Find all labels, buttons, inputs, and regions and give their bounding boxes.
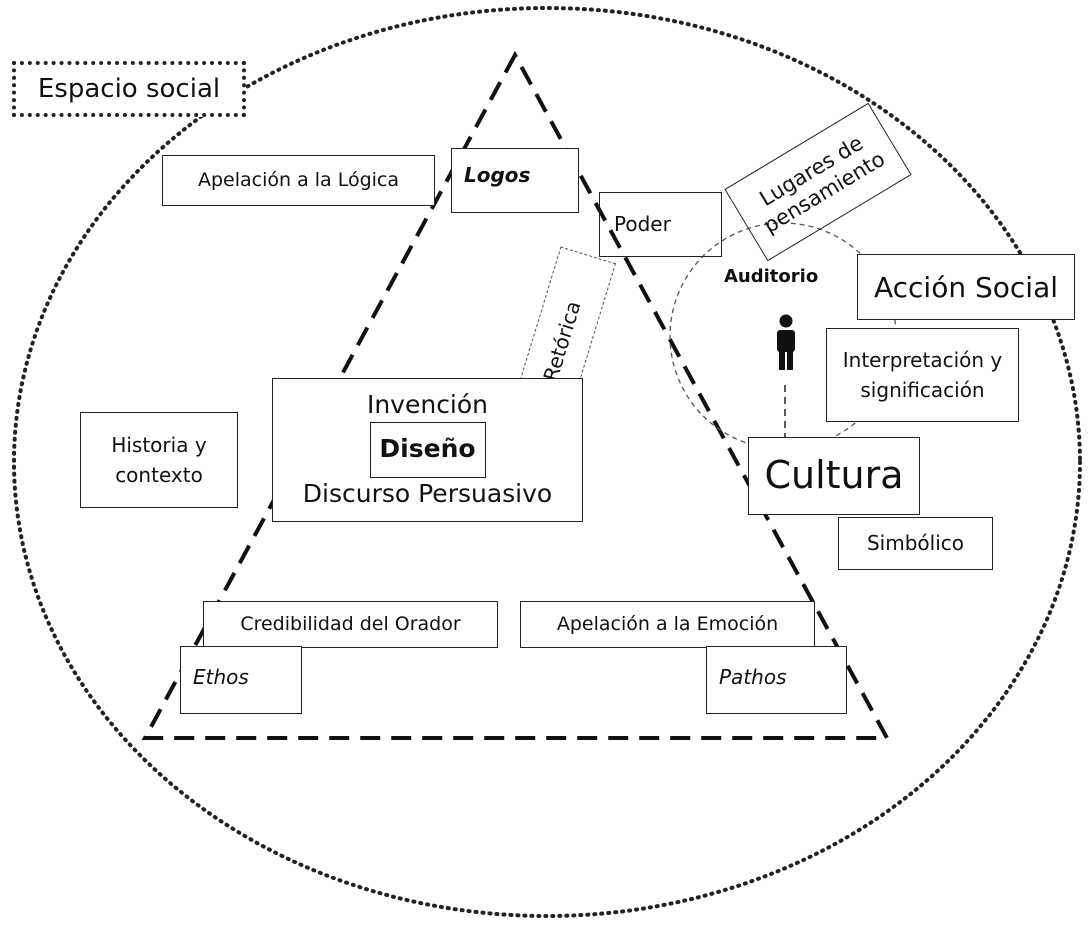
logos-text: Logos bbox=[464, 163, 531, 187]
emotion-appeal-text: Apelación a la Emoción bbox=[556, 612, 779, 635]
social-space-circle bbox=[12, 6, 1082, 918]
symbolic-text: Simbólico bbox=[866, 531, 964, 555]
social-space-text: Espacio social bbox=[37, 73, 221, 104]
emotion-appeal-box: Apelación a la Emoción bbox=[520, 601, 815, 648]
logic-appeal-box: Apelación a la Lógica bbox=[162, 155, 435, 206]
interpretation-line-1: Interpretación y bbox=[842, 348, 1003, 372]
design-text: Diseño bbox=[379, 434, 476, 464]
symbolic-box: Simbólico bbox=[838, 517, 993, 570]
ethos-text: Ethos bbox=[193, 665, 249, 689]
person-icon bbox=[777, 314, 795, 370]
social-action-box: Acción Social bbox=[857, 254, 1075, 320]
social-action-text: Acción Social bbox=[873, 270, 1059, 304]
history-line-1: Historia y bbox=[111, 433, 207, 457]
credibility-text: Credibilidad del Orador bbox=[240, 612, 461, 635]
invention-text: Invención bbox=[366, 390, 489, 419]
credibility-box: Credibilidad del Orador bbox=[203, 601, 498, 648]
rhetoric-text: Retórica bbox=[538, 298, 586, 384]
interpretation-box: Interpretación y significación bbox=[826, 328, 1019, 422]
logos-box: Logos bbox=[451, 148, 579, 213]
culture-box: Cultura bbox=[748, 437, 920, 515]
persuasive-discourse-box: Invención Diseño Discurso Persuasivo bbox=[272, 378, 583, 522]
ethos-box: Ethos bbox=[180, 646, 302, 714]
power-text: Poder bbox=[614, 212, 671, 236]
logic-appeal-text: Apelación a la Lógica bbox=[197, 168, 400, 191]
history-context-box: Historia y contexto bbox=[80, 412, 238, 508]
design-box: Diseño bbox=[369, 421, 486, 478]
persuasive-discourse-text: Discurso Persuasivo bbox=[302, 478, 553, 508]
power-box: Poder bbox=[599, 192, 722, 257]
pathos-box: Pathos bbox=[706, 646, 847, 714]
history-line-2: contexto bbox=[115, 463, 203, 487]
audience-text: Auditorio bbox=[724, 266, 819, 287]
audience-label: Auditorio bbox=[724, 266, 818, 287]
pathos-text: Pathos bbox=[719, 665, 787, 689]
social-space-label: Espacio social bbox=[12, 61, 246, 117]
culture-text: Cultura bbox=[764, 453, 904, 498]
interpretation-line-2: significación bbox=[860, 378, 985, 402]
